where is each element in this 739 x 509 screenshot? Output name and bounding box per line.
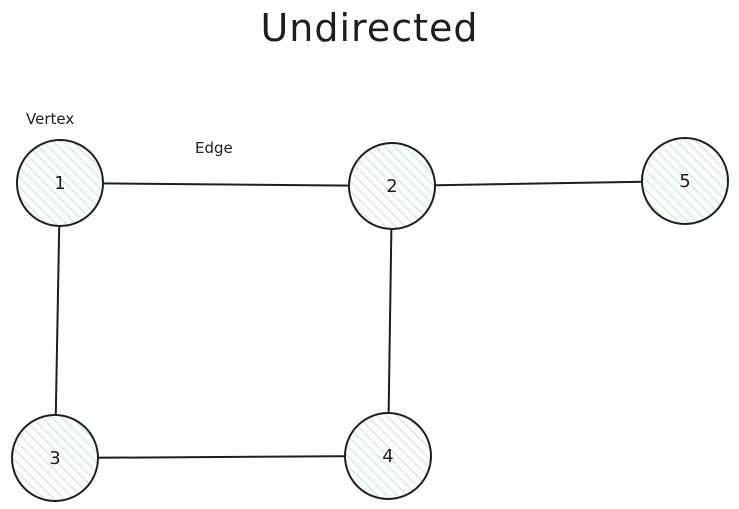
edge-1-2 bbox=[59, 182, 393, 187]
vertex-circle bbox=[11, 414, 99, 502]
edge-annotation: Edge bbox=[195, 139, 233, 157]
edges-layer bbox=[54, 180, 686, 459]
vertex-circle bbox=[16, 139, 104, 227]
vertex-label: 4 bbox=[382, 446, 393, 467]
vertex-annotation: Vertex bbox=[26, 110, 75, 128]
vertex-2: 2 bbox=[348, 142, 436, 230]
vertex-4: 4 bbox=[344, 412, 432, 500]
vertex-3: 3 bbox=[11, 414, 99, 502]
vertex-label: 2 bbox=[386, 176, 397, 197]
vertex-label: 3 bbox=[49, 448, 60, 469]
edge-3-4 bbox=[54, 455, 389, 459]
vertex-circle bbox=[344, 412, 432, 500]
edge-2-4 bbox=[387, 185, 393, 457]
vertex-1: 1 bbox=[16, 139, 104, 227]
diagram-title: Undirected bbox=[260, 6, 479, 50]
vertex-circle bbox=[348, 142, 436, 230]
vertex-label: 5 bbox=[679, 171, 690, 192]
vertex-label: 1 bbox=[54, 173, 65, 194]
nodes-layer: 1 2 3 4 5 bbox=[11, 137, 729, 502]
edge-2-5 bbox=[391, 180, 686, 187]
edge-1-3 bbox=[54, 182, 61, 459]
vertex-circle bbox=[641, 137, 729, 225]
vertex-5: 5 bbox=[641, 137, 729, 225]
